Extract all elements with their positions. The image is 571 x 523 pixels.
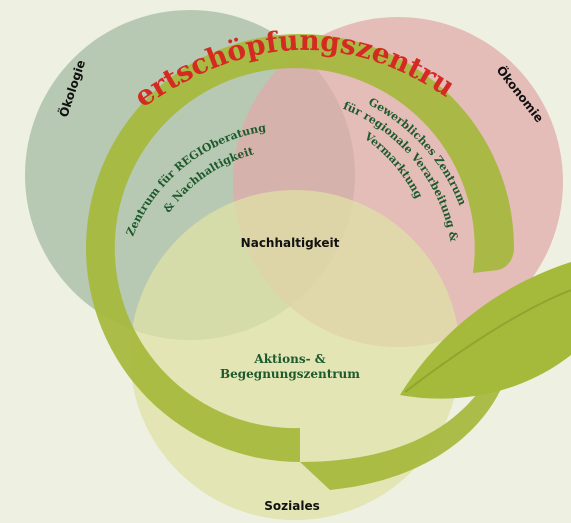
label-aktions-line2: Begegnungszentrum [220, 367, 360, 381]
leaf-vein [404, 289, 571, 393]
swirl-tail [300, 262, 571, 490]
label-aktions-line1: Aktions- & [253, 352, 325, 366]
label-nachhaltigkeit: Nachhaltigkeit [241, 236, 340, 250]
label-soziales: Soziales [264, 499, 319, 513]
